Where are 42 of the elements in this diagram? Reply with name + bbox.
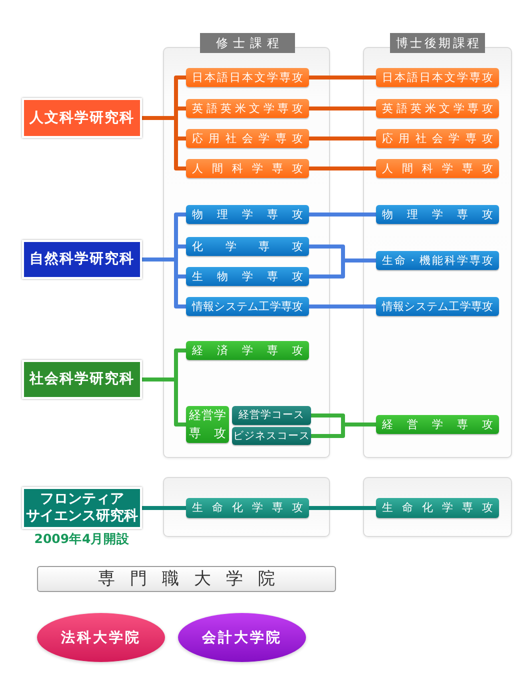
- school-ellipse: 法科大学院: [37, 613, 165, 662]
- major-box: 物理学専攻: [186, 205, 309, 224]
- major-box: 英語英米文学専攻: [186, 99, 309, 118]
- connector-line: [309, 304, 376, 308]
- major-box: 情報システム工学専攻: [376, 297, 499, 316]
- column-header: 修士課程: [200, 33, 295, 53]
- major-box: 情報システム工学専攻: [186, 297, 309, 316]
- major-box: 人間科学専攻: [186, 159, 309, 178]
- connector-line: [309, 212, 376, 216]
- connector-line: [309, 136, 376, 140]
- course-box: 経営学コース: [232, 406, 311, 425]
- connector-line: [309, 166, 376, 170]
- major-box: 英語英米文学専攻: [376, 99, 499, 118]
- major-box: 化学専攻: [186, 237, 309, 256]
- major-box: 生命化学専攻: [376, 498, 499, 518]
- course-box: ビジネスコース: [232, 427, 311, 445]
- major-box: 経済学専攻: [186, 341, 309, 360]
- school-ellipse: 会計大学院: [178, 613, 306, 662]
- major-box: 生命・機能科学専攻: [376, 251, 499, 270]
- section-heading-bar: 専門職大学院: [37, 566, 336, 592]
- major-box: 人間科学専攻: [376, 159, 499, 178]
- graduate-school-box: 人文科学研究科: [22, 98, 142, 138]
- major-box: 日本語日本文学専攻: [376, 68, 499, 87]
- column-header: 博士後期課程: [390, 33, 485, 53]
- program-panel: [363, 477, 512, 537]
- graduate-school-box: 自然科学研究科: [22, 240, 142, 279]
- major-box: 物理学専攻: [376, 205, 499, 224]
- major-box: 応用社会学専攻: [376, 129, 499, 148]
- major-box: 経営学専攻: [376, 415, 499, 434]
- major-box: 日本語日本文学専攻: [186, 68, 309, 87]
- graduate-school-box: フロンティアサイエンス研究科: [22, 487, 142, 529]
- major-box: 生命化学専攻: [186, 498, 309, 518]
- major-box: 応用社会学専攻: [186, 129, 309, 148]
- graduate-school-box: 社会科学研究科: [22, 360, 142, 399]
- connector-line: [309, 106, 376, 110]
- connector-line: [309, 506, 376, 510]
- program-panel: [163, 477, 330, 537]
- major-box: 経営学専攻: [186, 406, 229, 443]
- connector-line: [142, 506, 186, 510]
- connector-line: [309, 76, 376, 80]
- major-box: 生物学専攻: [186, 267, 309, 286]
- opening-date-note: 2009年4月開設: [33, 532, 131, 546]
